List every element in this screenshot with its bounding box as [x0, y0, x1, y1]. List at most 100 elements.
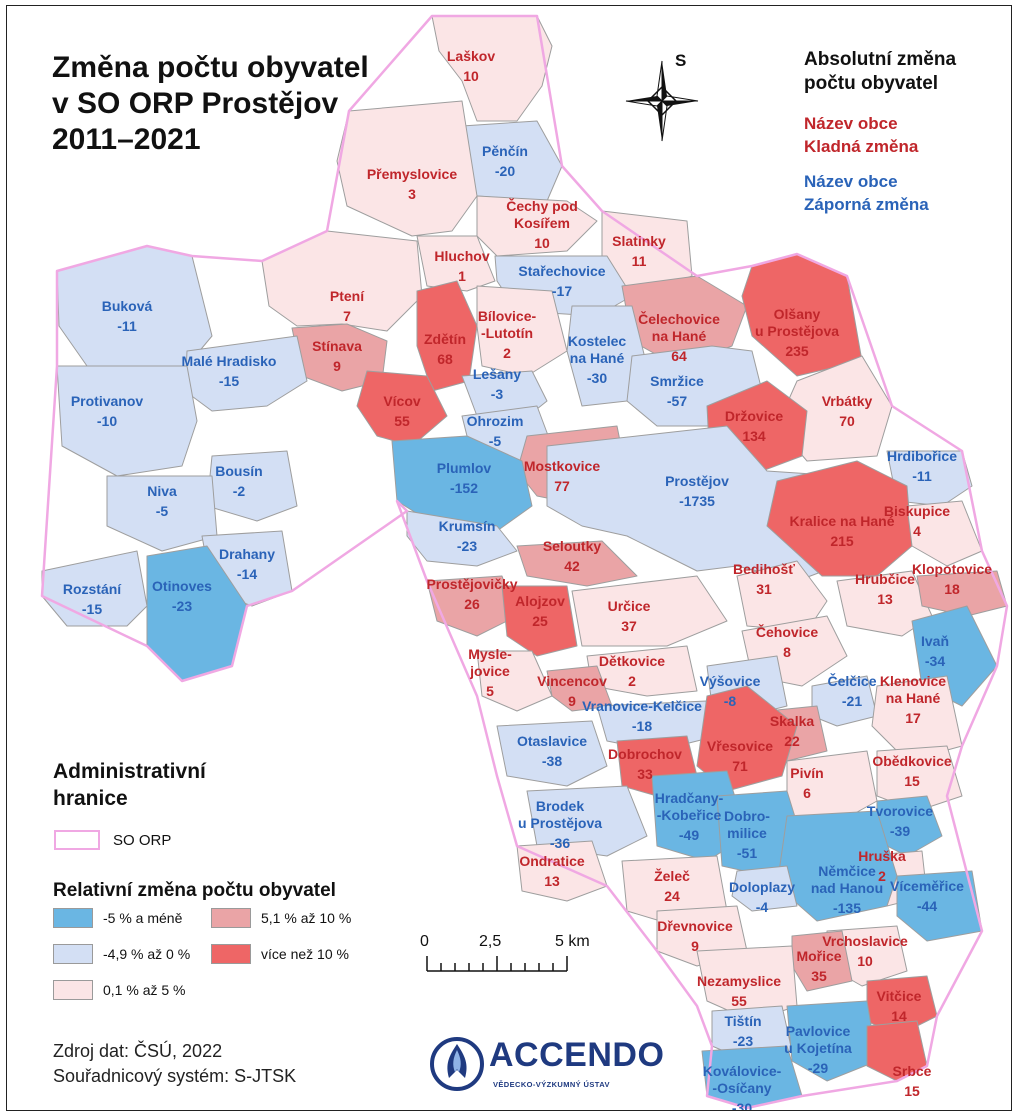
municipality-area: [526, 785, 648, 857]
municipality-label: Drahany-14: [219, 546, 275, 582]
orp-boundary: [40, 14, 1009, 1110]
municipality-label: Ivaň-34: [921, 633, 949, 669]
municipality-label: Doloplazy-4: [729, 879, 795, 915]
municipality-label: Niva-5: [147, 483, 177, 519]
scale-label-2: 5 km: [555, 933, 590, 950]
class-item-4: 0,1 % až 5 %: [53, 980, 186, 1000]
municipality-area: [731, 865, 798, 912]
municipality-area: [501, 585, 578, 657]
data-source: Zdroj dat: ČSÚ, 2022 Souřadnicový systém…: [53, 1041, 297, 1086]
municipality-area: [696, 685, 798, 792]
municipality-area: [476, 650, 553, 712]
class-item-1: 5,1 % až 10 %: [211, 908, 351, 928]
class-swatch-4: [53, 980, 93, 1000]
municipality-area: [206, 450, 298, 522]
legend-negative: Název obce Záporná změna: [804, 172, 929, 214]
municipality-area: [56, 365, 198, 477]
logo-subtitle: VĚDECKO-VÝZKUMNÝ ÚSTAV: [493, 1080, 610, 1089]
municipality-label: Otinoves-23: [152, 578, 212, 614]
municipality-area: [896, 870, 983, 942]
scale-label-0: 0: [420, 933, 429, 950]
municipality-area: [906, 500, 983, 567]
municipality-label: Stařechovice-17: [518, 263, 605, 299]
orp-swatch: [54, 830, 100, 850]
orp-label: SO ORP: [113, 832, 172, 849]
municipality-label: Lešany-3: [473, 366, 521, 402]
municipality-area: [406, 510, 518, 567]
municipality-label: Dobro-milice-51: [724, 808, 770, 861]
legend-title: Absolutní změna počtu obyvatel: [804, 49, 957, 94]
municipality-label: Tištín-23: [724, 1013, 761, 1049]
municipality-area: [106, 475, 218, 552]
municipality-label: Tvorovice-39: [867, 803, 933, 839]
class-swatch-2: [53, 944, 93, 964]
north-arrow-letter: S: [675, 51, 686, 70]
map-title: Změna počtu obyvatel v SO ORP Prostějov …: [52, 51, 369, 156]
municipality-area: [766, 460, 913, 577]
municipality-regions: [40, 14, 1009, 1110]
municipality-label: Vranovice-Kelčice-18: [582, 698, 702, 734]
municipality-label: Víceměřice-44: [890, 878, 964, 914]
municipality-label: Krumsín-23: [439, 518, 496, 554]
relative-legend-title: Relativní změna počtu obyvatel: [53, 880, 336, 901]
municipality-label: Ohrozim-5: [467, 413, 524, 449]
class-swatch-1: [211, 908, 251, 928]
municipality-area: [391, 435, 533, 532]
municipality-label: Prostějov-1735: [665, 473, 729, 509]
logo-icon: [430, 1037, 484, 1091]
logo-name: ACCENDO: [489, 1036, 665, 1074]
municipality-area: [571, 575, 728, 647]
municipality-area: [426, 575, 518, 637]
municipality-label: Výšovice-8: [700, 673, 761, 709]
accendo-logo: ACCENDO VĚDECKO-VÝZKUMNÝ ÚSTAV: [427, 1030, 677, 1098]
municipality-label: Rozstání-15: [63, 581, 122, 617]
municipality-area: [546, 665, 613, 712]
municipality-label: Plumlov-152: [437, 460, 492, 496]
municipality-label: Koválovice--Osíčany-30: [703, 1063, 782, 1111]
compass-icon: [625, 60, 699, 142]
municipality-area: [916, 570, 1008, 617]
class-swatch-0: [53, 908, 93, 928]
municipality-area: [496, 720, 608, 787]
municipality-area: [184, 335, 308, 412]
municipality-label: Pěnčín-20: [482, 143, 528, 179]
municipality-area: [736, 560, 828, 632]
municipality-area: [516, 540, 638, 587]
